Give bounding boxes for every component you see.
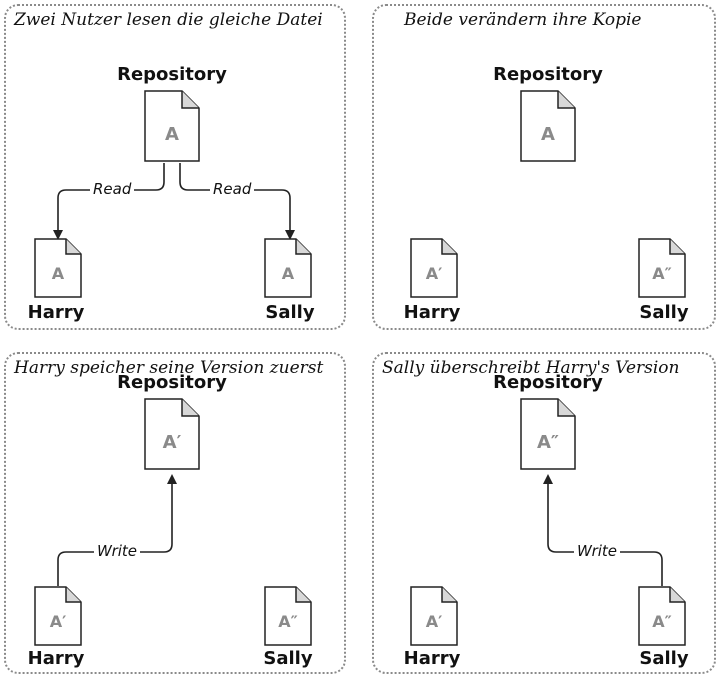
write-arrow-label: Write (574, 542, 621, 560)
panel-title: Beide verändern ihre Kopie (404, 10, 642, 30)
repository-label: Repository (117, 64, 227, 85)
harry-document-version: A′ (425, 264, 443, 283)
harry-label: Harry (403, 648, 461, 669)
repository-label: Repository (117, 372, 227, 393)
repository-label: Repository (493, 64, 603, 85)
panel-read: Zwei Nutzer lesen die gleiche Datei Repo… (4, 4, 346, 330)
repository-label: Repository (493, 372, 603, 393)
repository-document-icon: A (144, 90, 200, 162)
sally-document-icon: A″ (638, 586, 686, 646)
harry-document-version: A′ (425, 612, 443, 631)
sally-document-version: A″ (652, 264, 672, 283)
sally-document-icon: A (264, 238, 312, 298)
harry-label: Harry (27, 302, 85, 323)
sally-document-icon: A″ (638, 238, 686, 298)
repository-document-version: A″ (537, 432, 559, 453)
harry-document-version: A′ (49, 612, 67, 631)
harry-label: Harry (403, 302, 461, 323)
harry-document-icon: A′ (34, 586, 82, 646)
panel-harry-write: Harry speicher seine Version zuerst Repo… (4, 352, 346, 674)
panel-title: Zwei Nutzer lesen die gleiche Datei (14, 10, 323, 30)
panel-sally-overwrite: Sally überschreibt Harry's Version Repos… (372, 352, 716, 674)
read-arrow-label-left: Read (90, 180, 135, 198)
sally-label: Sally (639, 302, 689, 323)
sally-document-version: A″ (278, 612, 298, 631)
panel-modify: Beide verändern ihre Kopie Repository A … (372, 4, 716, 330)
panel-title: Harry speicher seine Version zuerst (14, 358, 324, 378)
repository-document-version: A′ (162, 432, 182, 453)
repository-document-icon: A′ (144, 398, 200, 470)
read-arrow-label-right: Read (210, 180, 255, 198)
sally-document-icon: A″ (264, 586, 312, 646)
repository-document-version: A (541, 124, 555, 145)
sally-label: Sally (639, 648, 689, 669)
harry-label: Harry (27, 648, 85, 669)
write-arrow-label: Write (94, 542, 141, 560)
sally-document-version: A″ (652, 612, 672, 631)
repository-document-version: A (165, 124, 179, 145)
sally-label: Sally (263, 648, 313, 669)
repository-document-icon: A″ (520, 398, 576, 470)
sally-label: Sally (265, 302, 315, 323)
sally-document-version: A (281, 264, 295, 283)
harry-document-icon: A (34, 238, 82, 298)
panel-title: Sally überschreibt Harry's Version (382, 358, 680, 378)
harry-document-icon: A′ (410, 586, 458, 646)
harry-document-version: A (51, 264, 65, 283)
harry-document-icon: A′ (410, 238, 458, 298)
repository-document-icon: A (520, 90, 576, 162)
